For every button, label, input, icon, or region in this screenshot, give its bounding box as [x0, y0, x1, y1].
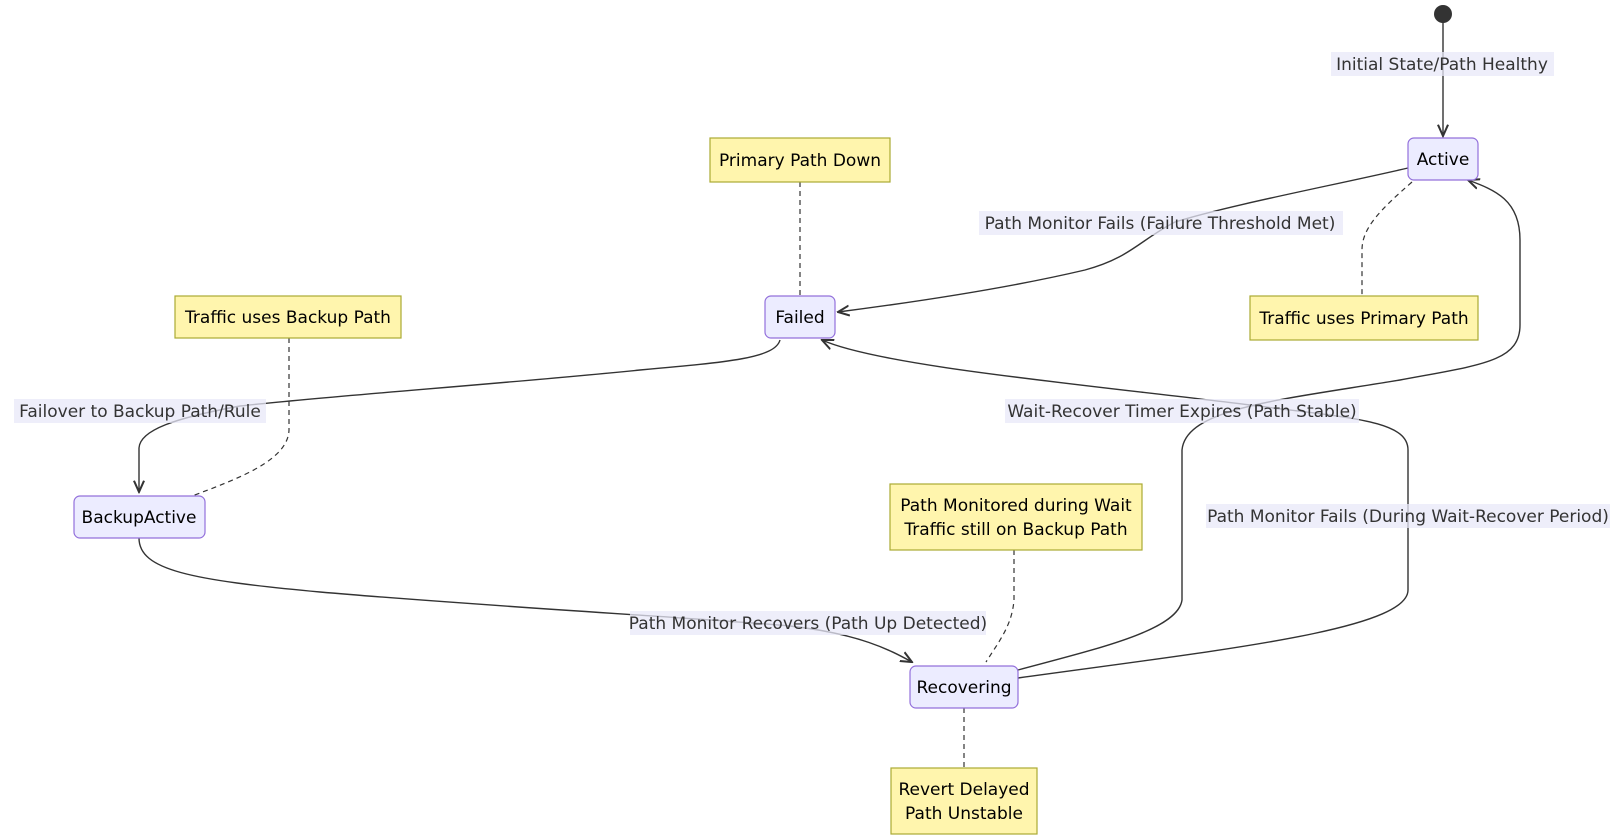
- note-link-backup-active: [191, 338, 290, 497]
- svg-text:Revert Delayed: Revert Delayed: [898, 780, 1029, 800]
- svg-text:Primary Path Down: Primary Path Down: [719, 151, 881, 171]
- note-backup-active: Traffic uses Backup Path: [174, 295, 402, 339]
- state-active[interactable]: Active: [1407, 137, 1479, 181]
- note-link-recovering-wait: [985, 550, 1015, 663]
- note-failed: Primary Path Down: [709, 137, 891, 183]
- note-recovering-unstable: Revert Delayed Path Unstable: [890, 767, 1038, 835]
- edge-backup-to-recovering: [138, 537, 912, 662]
- note-active: Traffic uses Primary Path: [1249, 295, 1479, 341]
- svg-text:Traffic uses Primary Path: Traffic uses Primary Path: [1258, 309, 1468, 329]
- initial-state-dot: [1434, 5, 1452, 23]
- edge-label-recovering-to-active: Wait-Recover Timer Expires (Path Stable): [1005, 399, 1359, 423]
- edge-label-initial: Initial State/Path Healthy: [1331, 52, 1554, 76]
- svg-text:Path Monitored during Wait: Path Monitored during Wait: [900, 496, 1132, 516]
- svg-text:Path Monitor Fails (During Wai: Path Monitor Fails (During Wait-Recover …: [1207, 507, 1609, 527]
- state-backup-active[interactable]: BackupActive: [73, 495, 206, 539]
- svg-text:Wait-Recover Timer Expires (Pa: Wait-Recover Timer Expires (Path Stable): [1007, 402, 1356, 422]
- svg-text:Initial State/Path Healthy: Initial State/Path Healthy: [1336, 55, 1548, 75]
- svg-text:Failover to Backup Path/Rule: Failover to Backup Path/Rule: [19, 402, 261, 422]
- edge-recovering-to-active: [1017, 180, 1521, 671]
- edge-label-backup-to-recovering: Path Monitor Recovers (Path Up Detected): [629, 611, 987, 635]
- svg-text:Recovering: Recovering: [916, 678, 1011, 698]
- svg-text:Failed: Failed: [775, 308, 824, 328]
- edge-active-to-failed: [838, 167, 1409, 312]
- note-recovering-wait: Path Monitored during Wait Traffic still…: [889, 483, 1143, 551]
- edge-label-active-to-failed: Path Monitor Fails (Failure Threshold Me…: [979, 211, 1343, 235]
- svg-text:Path Monitor Fails (Failure Th: Path Monitor Fails (Failure Threshold Me…: [985, 214, 1336, 234]
- svg-text:Active: Active: [1417, 150, 1470, 170]
- svg-text:Path Monitor Recovers (Path Up: Path Monitor Recovers (Path Up Detected): [629, 614, 987, 634]
- svg-text:Traffic uses Backup Path: Traffic uses Backup Path: [184, 308, 391, 328]
- svg-text:Path Unstable: Path Unstable: [905, 804, 1023, 824]
- state-recovering[interactable]: Recovering: [909, 665, 1019, 709]
- edge-label-failed-to-backup: Failover to Backup Path/Rule: [14, 399, 266, 423]
- state-failed[interactable]: Failed: [764, 295, 836, 339]
- svg-text:Traffic still on Backup Path: Traffic still on Backup Path: [903, 520, 1127, 540]
- svg-text:BackupActive: BackupActive: [82, 508, 197, 528]
- edge-recovering-to-failed: [822, 340, 1409, 679]
- edge-label-recovering-to-failed: Path Monitor Fails (During Wait-Recover …: [1206, 504, 1610, 528]
- note-link-active: [1361, 181, 1413, 296]
